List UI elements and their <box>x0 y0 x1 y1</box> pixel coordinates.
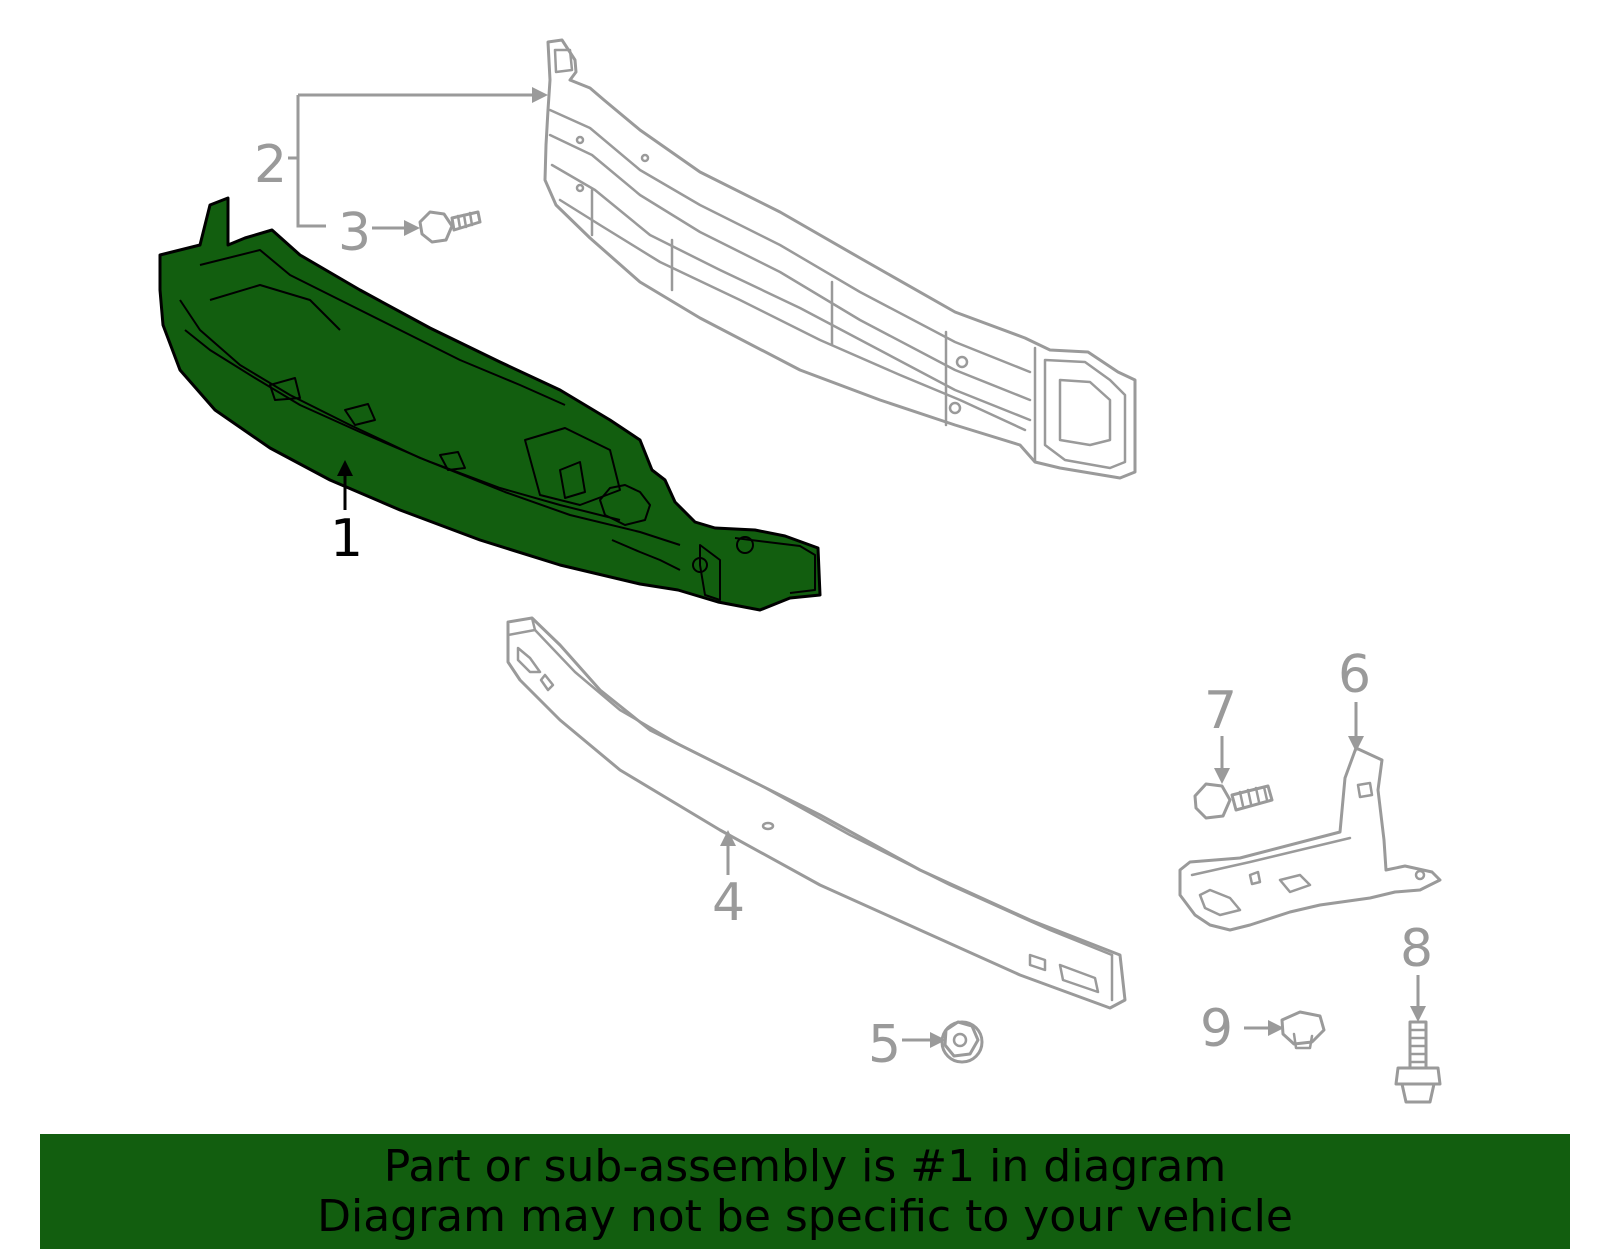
callout-3: 3 <box>338 203 371 263</box>
lower-bar-part <box>506 616 1127 1010</box>
callout-8: 8 <box>1400 919 1433 979</box>
callout-7: 7 <box>1204 681 1237 741</box>
bolt-part-8 <box>1394 1020 1442 1104</box>
bolt-part-7 <box>1193 782 1274 820</box>
callout-9: 9 <box>1200 999 1233 1059</box>
energy-absorber-part <box>158 196 822 612</box>
banner-line-part: Part or sub-assembly is #1 in diagram <box>383 1141 1227 1192</box>
callout-6: 6 <box>1338 645 1371 705</box>
reinforcement-bar-part <box>543 38 1137 480</box>
nut-part-5 <box>940 1020 984 1064</box>
leader-lines <box>288 87 1426 1048</box>
info-banner: Part or sub-assembly is #1 in diagram Di… <box>40 1134 1570 1249</box>
bolt-part-3 <box>418 210 482 244</box>
callout-4: 4 <box>712 873 745 933</box>
clip-nut-part-9 <box>1280 1010 1326 1050</box>
bracket-part-6 <box>1178 746 1442 932</box>
callout-1: 1 <box>330 509 363 569</box>
callout-2: 2 <box>254 135 287 195</box>
callout-5: 5 <box>868 1015 901 1075</box>
banner-line-disclaimer: Diagram may not be specific to your vehi… <box>317 1191 1293 1242</box>
